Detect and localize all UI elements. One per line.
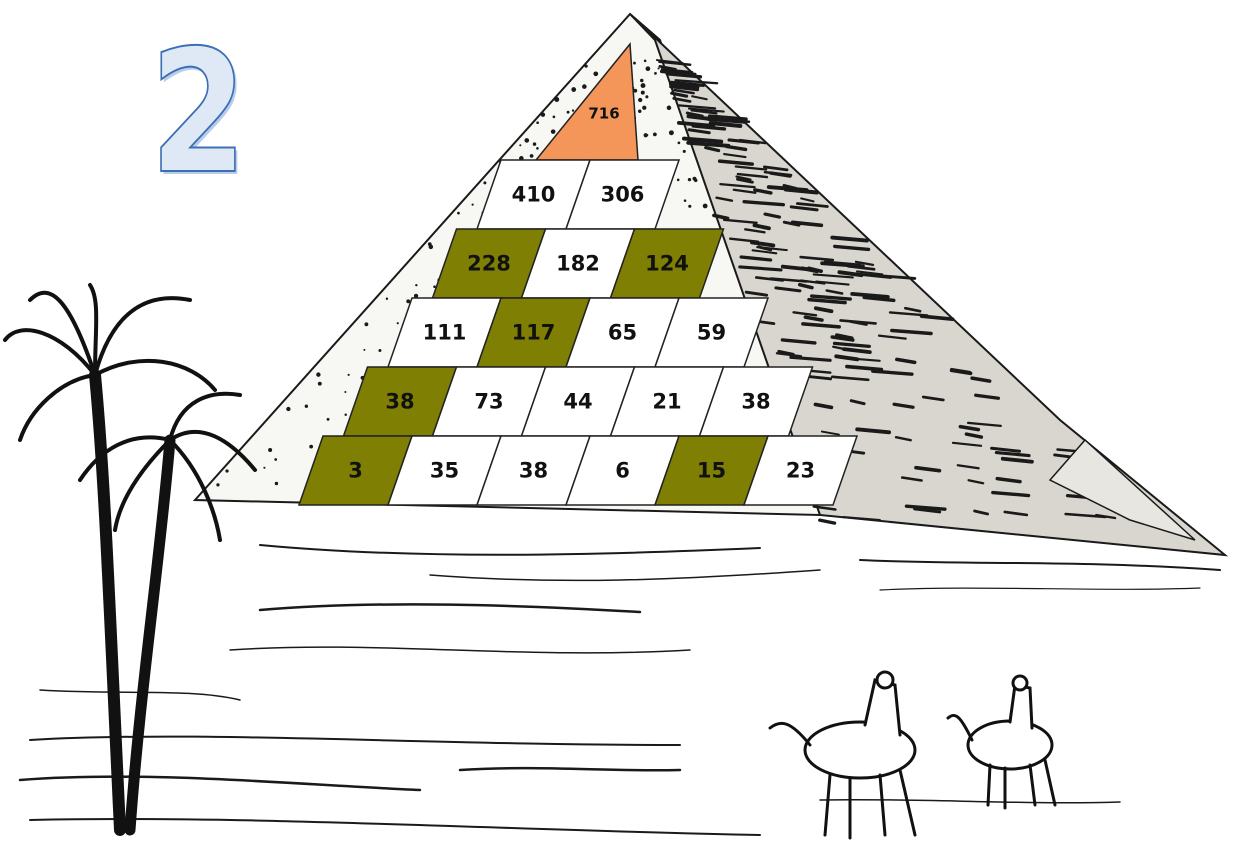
pyramid-cell-value: 228 — [467, 252, 511, 276]
puzzle-number-label: 2 — [150, 28, 247, 198]
pyramid-cell-value: 59 — [697, 321, 726, 345]
pyramid-cell-value: 124 — [645, 252, 689, 276]
pyramid-cell-value: 38 — [385, 390, 414, 414]
pyramid-cell-value: 182 — [556, 252, 600, 276]
pyramid-cell-value: 6 — [615, 459, 630, 483]
pyramid-cell-value: 44 — [563, 390, 592, 414]
pyramid-cell-value: 716 — [588, 105, 619, 123]
pyramid-cell-value: 65 — [608, 321, 637, 345]
pyramid-cell-value: 21 — [652, 390, 681, 414]
pyramid-cell-value: 38 — [741, 390, 770, 414]
pyramid-cell-value: 306 — [601, 183, 645, 207]
pyramid-cell-value: 117 — [512, 321, 556, 345]
pyramid-cell-value: 111 — [423, 321, 467, 345]
pyramid-cell-value: 35 — [430, 459, 459, 483]
sand-dunes — [20, 545, 1220, 835]
palm-tree — [5, 285, 255, 830]
pyramid-cell-value: 23 — [786, 459, 815, 483]
pyramid-cell-value: 3 — [348, 459, 363, 483]
pyramid-cell-value: 38 — [519, 459, 548, 483]
camel-riders — [770, 672, 1055, 838]
pyramid-cell-value: 15 — [697, 459, 726, 483]
pyramid-cell-value: 73 — [474, 390, 503, 414]
pyramid-cell-value: 410 — [512, 183, 556, 207]
